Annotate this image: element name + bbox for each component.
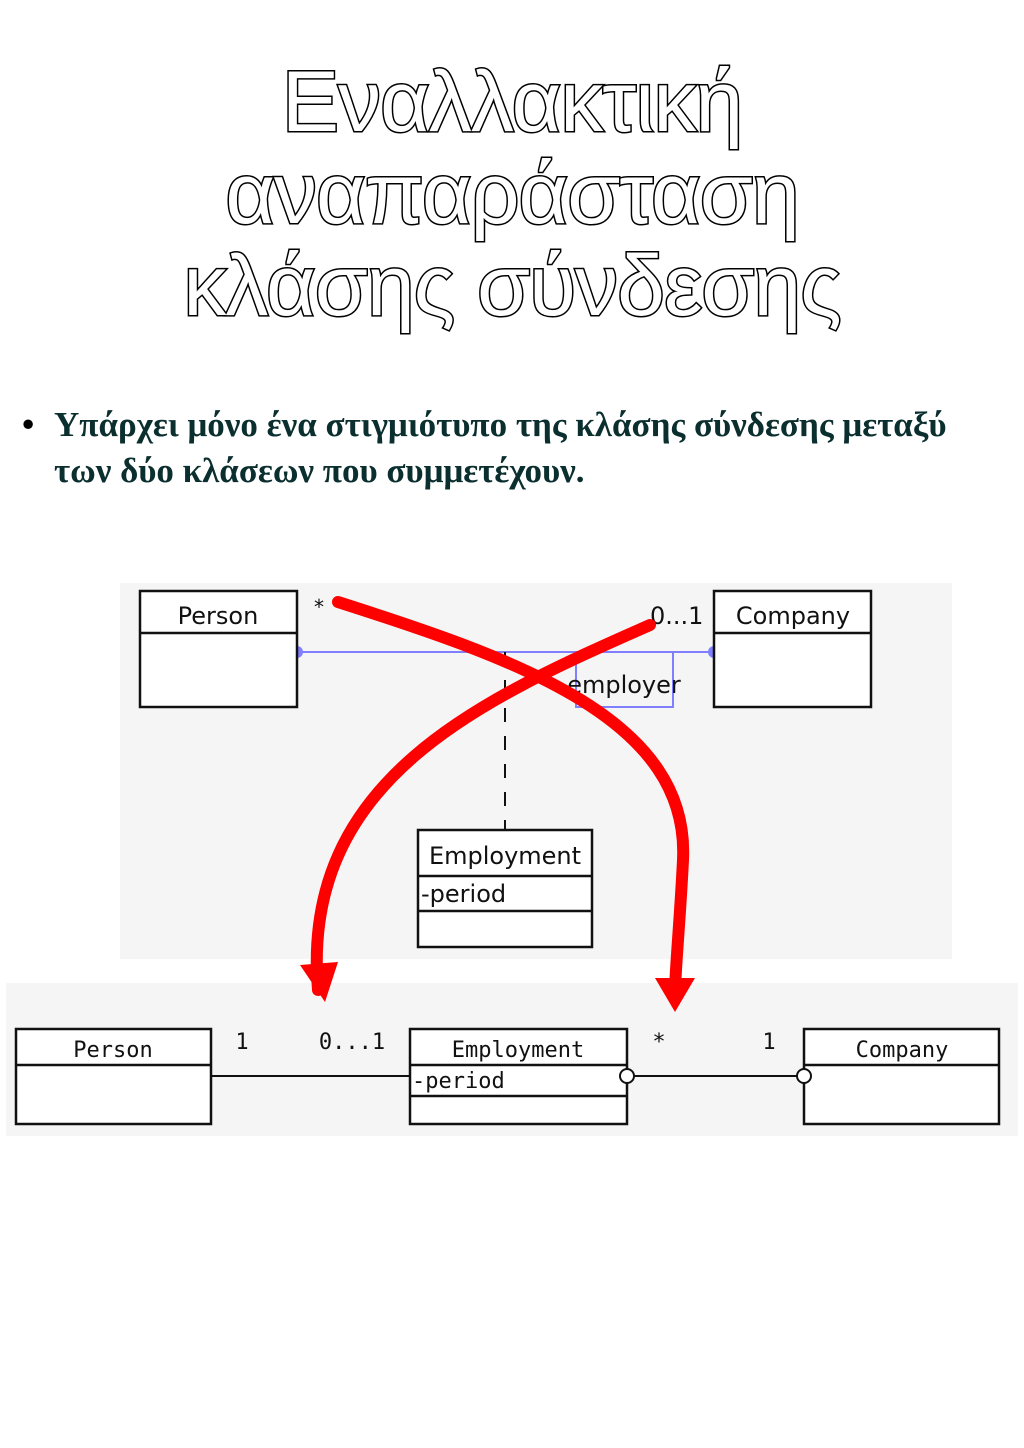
end-circle-company bbox=[796, 1068, 812, 1084]
red-arrow-person-mult bbox=[332, 596, 690, 996]
mult-company-bottom: 1 bbox=[762, 1030, 775, 1055]
class-employment-top-label: Employment bbox=[429, 842, 581, 870]
top-diagram: Person Company * 0...1 employer Employme… bbox=[120, 583, 952, 959]
class-person-bottom-label: Person bbox=[73, 1038, 152, 1063]
mult-person-bottom: 1 bbox=[235, 1030, 248, 1055]
slide-title: Εναλλακτική αναπαράσταση κλάσης σύνδεσης bbox=[0, 54, 1024, 334]
class-employment-top: Employment -period bbox=[416, 828, 594, 949]
employment-bottom-attribute: -period bbox=[412, 1069, 505, 1094]
title-line-1: Εναλλακτική αναπαράσταση bbox=[224, 54, 801, 242]
class-company-top-label: Company bbox=[736, 602, 850, 630]
title-line-2: κλάσης σύνδεσης bbox=[182, 238, 843, 334]
class-person-top: Person bbox=[138, 589, 299, 709]
class-person-top-label: Person bbox=[178, 602, 259, 630]
end-circle-employment bbox=[619, 1068, 635, 1084]
mult-person-top: * bbox=[314, 595, 324, 619]
class-company-top: Company bbox=[712, 589, 873, 709]
mult-employment-right: * bbox=[652, 1030, 665, 1055]
mult-company-top: 0...1 bbox=[650, 602, 703, 630]
red-arrowhead-right bbox=[655, 978, 695, 1012]
red-arrowhead-left bbox=[300, 962, 338, 1002]
red-arrow-company-mult bbox=[310, 619, 656, 996]
class-employment-bottom-label: Employment bbox=[452, 1038, 584, 1063]
mult-employment-left: 0...1 bbox=[319, 1030, 385, 1055]
bullet-text: Υπάρχει μόνο ένα στιγμιότυπο της κλάσης … bbox=[54, 405, 947, 490]
role-label-box bbox=[575, 651, 674, 708]
class-company-bottom: Company bbox=[802, 1027, 1001, 1126]
class-person-bottom: Person bbox=[14, 1027, 213, 1126]
bottom-diagram: Person Employment -period Company 1 0...… bbox=[6, 983, 1018, 1136]
class-company-bottom-label: Company bbox=[856, 1038, 949, 1063]
class-employment-bottom: Employment -period bbox=[408, 1027, 629, 1126]
bullet-icon: • bbox=[22, 405, 35, 444]
employment-top-attribute: -period bbox=[421, 880, 506, 908]
bullet-point: • Υπάρχει μόνο ένα στιγμιότυπο της κλάση… bbox=[22, 402, 992, 494]
role-label: employer bbox=[567, 671, 681, 699]
